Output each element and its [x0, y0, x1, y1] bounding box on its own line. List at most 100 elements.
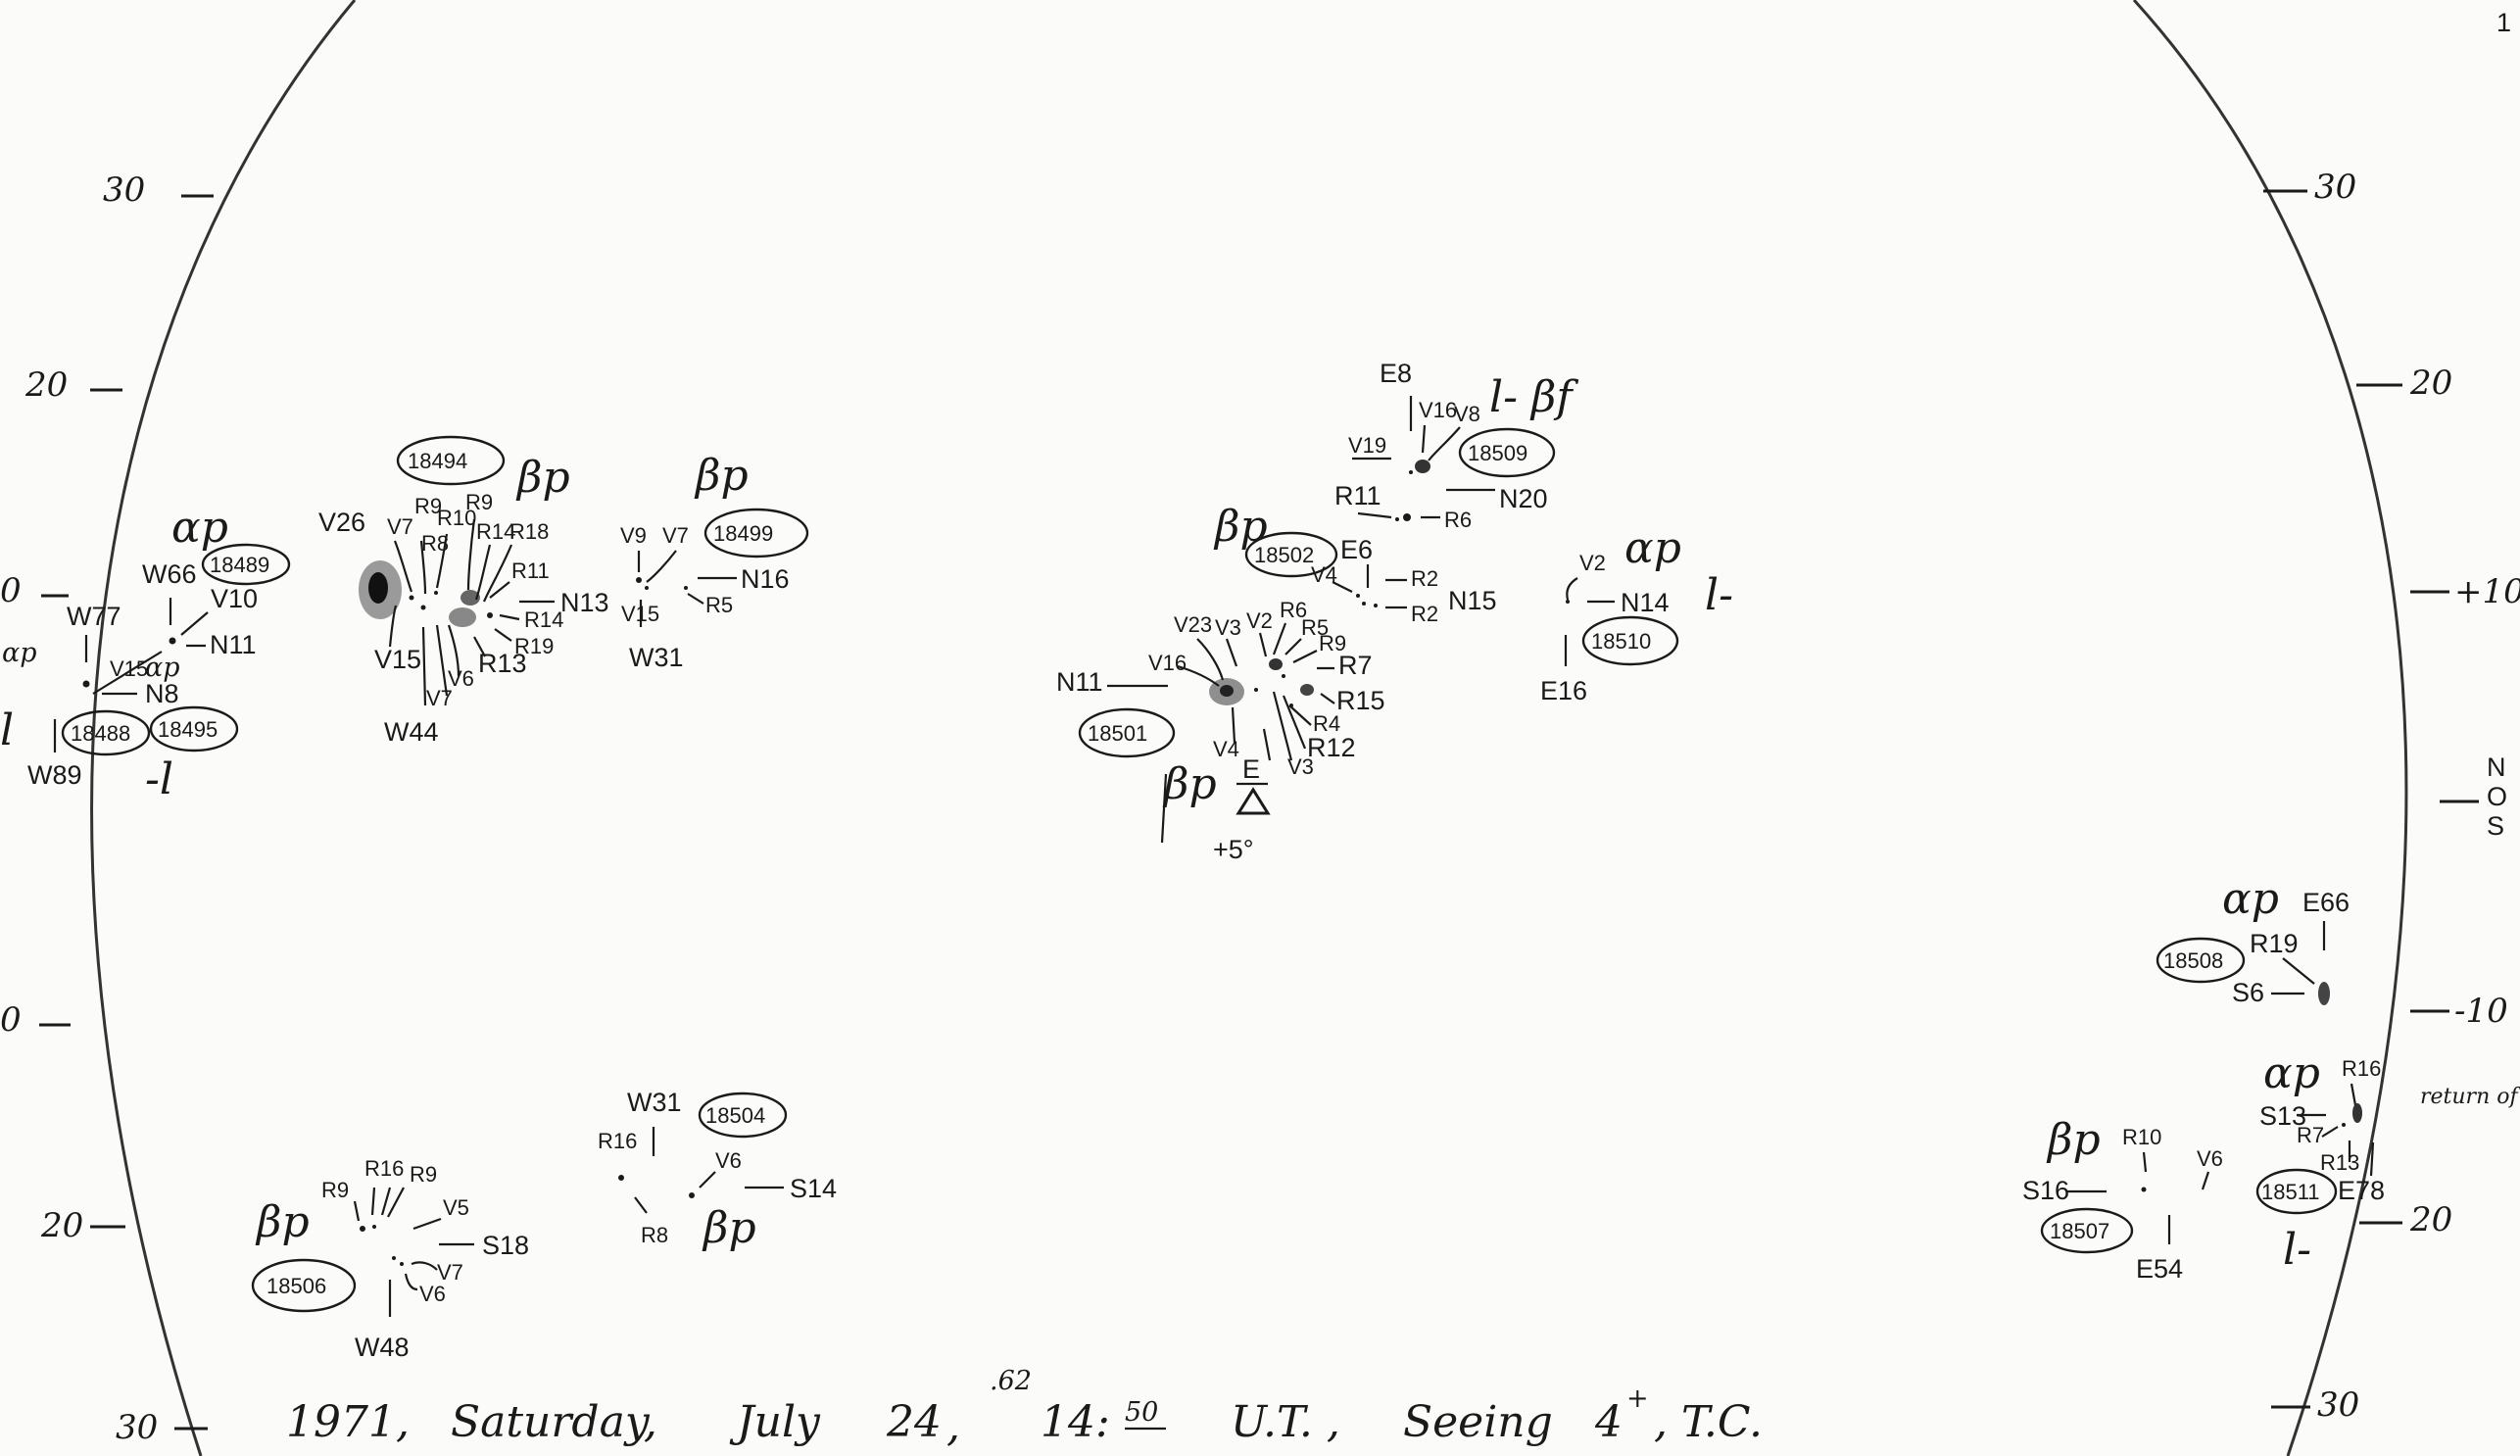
right-latitude-scale: 30 20 +10 -10 20 30 N O S 1 — [2263, 8, 2520, 1425]
group-18501-class: βp — [1162, 759, 1217, 809]
right-tick-minus-20: 20 — [2409, 1200, 2452, 1239]
footer-time-minutes: 50 — [1125, 1397, 1158, 1428]
group-18507-distance: E54 — [2136, 1254, 2183, 1284]
group-18494-v7: V7 — [387, 514, 413, 539]
footer-ut: U.T. , — [1231, 1397, 1340, 1447]
group-18502-distance: E6 — [1340, 535, 1373, 564]
left-tick-20: 20 — [24, 365, 68, 405]
right-tick-30: 30 — [2314, 168, 2356, 207]
group-18501-v2: V2 — [1246, 608, 1273, 633]
group-18501-marker: E — [1242, 754, 1260, 784]
group-18507: βp R10 V6 S16 18507 E54 — [2022, 1115, 2223, 1284]
group-18495: 18495 -l — [145, 705, 239, 804]
footer-day-fraction: .62 — [990, 1366, 1032, 1396]
group-18494-v6: V6 — [448, 666, 474, 691]
right-tick-minus-30: 30 — [2317, 1385, 2359, 1425]
group-18506-v7: V7 — [437, 1260, 463, 1285]
group-18494-r18: R18 — [509, 519, 549, 544]
group-18494-r14: R14 — [476, 519, 515, 544]
right-tick-10: +10 — [2454, 572, 2520, 611]
group-18489-lat: N11 — [210, 630, 257, 659]
group-18501-r15: R15 — [1336, 686, 1385, 715]
group-18507-r: R10 — [2122, 1125, 2161, 1149]
footer-seeing-plus: + — [1626, 1383, 1649, 1414]
group-18502-r2a: R2 — [1411, 566, 1438, 591]
solar-limb-left — [90, 0, 357, 1456]
group-18504-distance: W31 — [627, 1088, 682, 1117]
group-18507-class: βp — [2046, 1115, 2101, 1165]
group-18499-distance: W31 — [629, 643, 684, 672]
group-18506-number: 18506 — [267, 1274, 326, 1298]
group-18510-lat: N14 — [1621, 588, 1670, 617]
footer-seeing-word: Seeing — [1403, 1397, 1553, 1447]
group-18501-r5: R5 — [1301, 615, 1329, 640]
group-18501-v3: V3 — [1215, 615, 1241, 640]
group-18501-v23: V23 — [1174, 612, 1212, 637]
left-tick-30: 30 — [103, 170, 145, 210]
group-18494-r9a: R9 — [414, 494, 442, 518]
group-18508: αp E66 18508 R19 S6 — [2156, 874, 2350, 1007]
left-latitude-scale: 30 20 0 0 20 30 — [0, 170, 214, 1447]
footer-year: 1971, — [286, 1397, 410, 1447]
group-18506-v5: V5 — [443, 1195, 469, 1220]
group-18501: N11 18501 βp V23 V3 V2 R6 R5 R9 R7 R15 R… — [1056, 598, 1385, 864]
equator-zero: O — [2487, 782, 2507, 811]
group-18508-number: 18508 — [2163, 948, 2223, 973]
group-18511: αp R16 S13 R7 R13 18511 E78 l- return of… — [2255, 1048, 2520, 1275]
group-18501-number: 18501 — [1088, 721, 1147, 746]
group-18501-r4: R4 — [1313, 711, 1340, 736]
group-18502-class: βp — [1213, 502, 1268, 552]
group-18495-number: 18495 — [158, 717, 218, 742]
group-18488-v: V15 — [110, 656, 148, 681]
right-tick-minus-10: -10 — [2454, 992, 2508, 1031]
group-18502-number: 18502 — [1254, 543, 1314, 567]
group-18509-v16: V16 — [1419, 398, 1457, 422]
group-18489-number: 18489 — [210, 553, 269, 577]
group-18509-v19: V19 — [1348, 433, 1386, 458]
group-18494-r11: R11 — [511, 558, 550, 583]
group-18501-v16: V16 — [1148, 651, 1187, 675]
group-18506-r16: R16 — [364, 1156, 404, 1181]
left-tick-minus-10: 0 — [0, 1000, 22, 1040]
footer-comma: , — [946, 1401, 960, 1451]
group-18488-lat: N8 — [145, 679, 179, 708]
group-18509-distance: E8 — [1380, 359, 1412, 388]
left-tick-10: 0 — [0, 571, 22, 610]
group-18499-class: βp — [694, 451, 749, 501]
group-18508-distance: E66 — [2302, 888, 2350, 917]
group-18494-v15: V15 — [374, 645, 421, 674]
group-18508-class: αp — [2222, 874, 2279, 924]
group-18511-r16: R16 — [2342, 1056, 2381, 1081]
group-18504-class: βp — [702, 1203, 756, 1253]
group-18502-lat: N15 — [1448, 586, 1497, 615]
group-18502-r2b: R2 — [1411, 602, 1438, 626]
group-18510-v: V2 — [1579, 551, 1606, 575]
edge-mark-a: αp — [2, 638, 37, 668]
equator-s: S — [2487, 811, 2504, 841]
group-18501-angle: +5° — [1213, 835, 1254, 864]
group-18510-class: αp — [1624, 523, 1681, 573]
group-18506-distance: W48 — [355, 1333, 410, 1362]
group-18488-number: 18488 — [71, 721, 130, 746]
group-18507-lat: S16 — [2022, 1176, 2069, 1205]
group-18488: W77 V15 αp N8 18488 W89 — [27, 602, 180, 790]
group-18506-r9b: R9 — [410, 1162, 437, 1187]
group-18506-v6: V6 — [419, 1282, 446, 1306]
group-18494-r10: R10 — [437, 506, 476, 530]
group-18494-v7b: V7 — [426, 686, 453, 710]
group-18504-r16: R16 — [598, 1129, 637, 1153]
group-18506: βp R9 R16 R9 V5 S18 18506 V7 V6 W48 — [251, 1156, 529, 1362]
group-18504-v6: V6 — [715, 1148, 742, 1173]
group-18511-class: αp — [2263, 1048, 2320, 1098]
group-18511-distance: E78 — [2338, 1176, 2385, 1205]
group-18509-r6: R6 — [1444, 508, 1472, 532]
group-18494: 18494 βp V26 V7 R9 R10 R8 R9 R14 R18 R11… — [318, 435, 609, 747]
group-18511-number: 18511 — [2261, 1180, 2320, 1204]
group-18494-r13: R13 — [478, 649, 527, 678]
group-18489: αp W66 18489 V10 N11 — [142, 503, 291, 659]
right-tick-20: 20 — [2409, 364, 2452, 403]
group-18489-class: αp — [171, 503, 228, 553]
group-18510: V2 αp N14 l- 18510 E16 — [1540, 523, 1733, 705]
footer-month: July — [729, 1397, 821, 1447]
